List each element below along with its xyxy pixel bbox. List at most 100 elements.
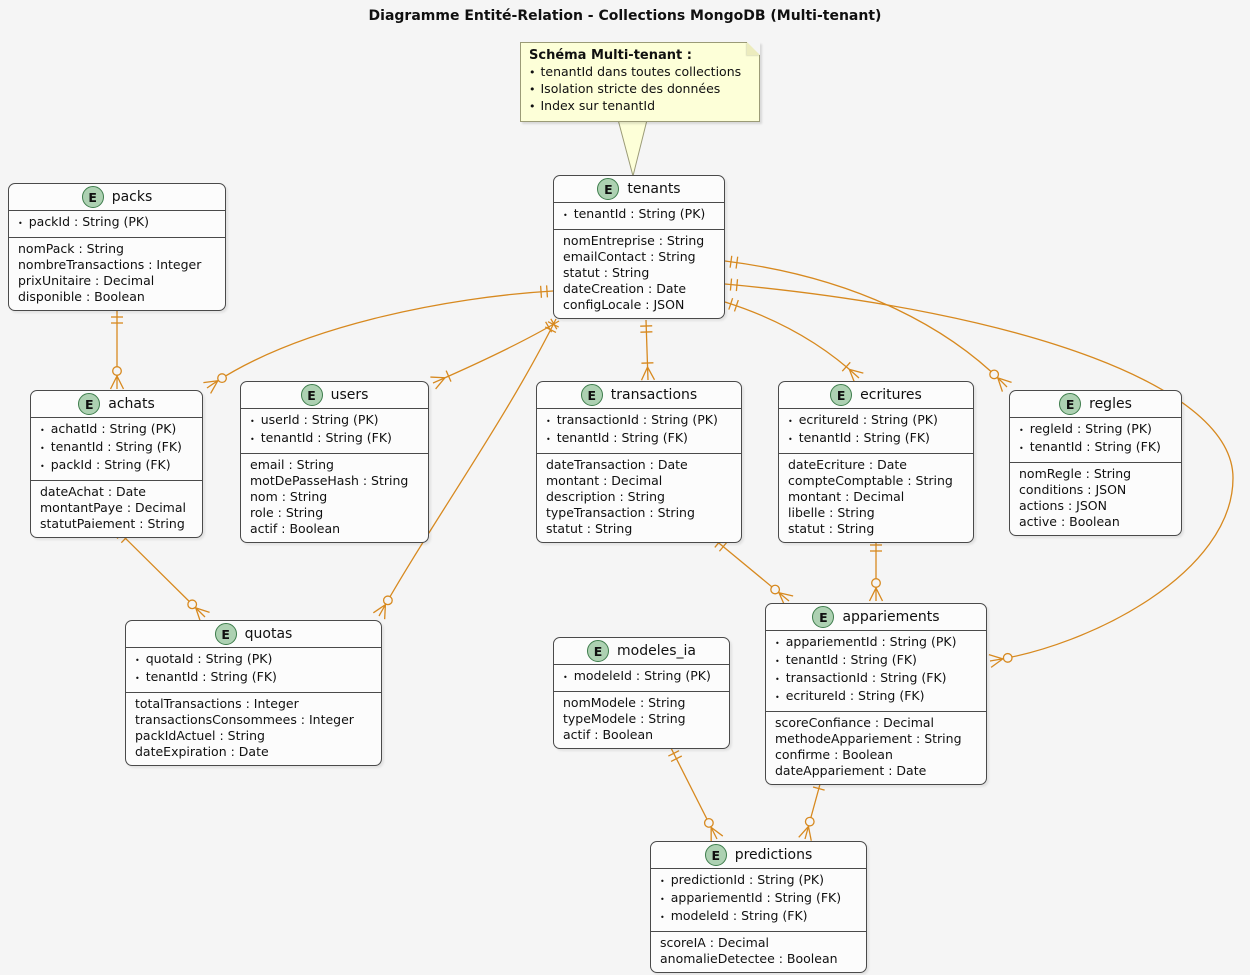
bullet-icon: • [250,417,255,426]
key-field-row-text: packId : String (PK) [28,214,149,229]
key-field-row: •ecritureId : String (FK) [766,688,986,706]
key-field-row: •tenantId : String (FK) [779,430,973,448]
bullet-icon: • [660,877,665,886]
key-field-row: •regleId : String (PK) [1010,421,1181,439]
field-row: statut : String [779,521,973,537]
entity-icon: E [78,393,101,415]
field-row: scoreIA : Decimal [651,935,866,951]
field-row-text: dateExpiration : Date [135,744,269,759]
field-row-text: statutPaiement : String [40,516,185,531]
field-row-text: statut : String [788,521,875,536]
entity-name: users [330,387,369,403]
field-row: prixUnitaire : Decimal [9,273,225,289]
field-row: statutPaiement : String [31,516,202,532]
field-row: nom : String [241,489,428,505]
entity-name: achats [108,396,155,412]
key-field-row-text: packId : String (FK) [50,457,171,472]
bullet-icon: • [40,426,45,435]
entity-name: modeles_ia [617,643,696,659]
key-field-row-text: quotaId : String (PK) [145,651,273,666]
field-row: nomRegle : String [1010,466,1181,482]
key-field-row-section: •appariementId : String (PK)•tenantId : … [766,630,986,711]
field-row-text: conditions : JSON [1019,482,1127,497]
key-field-row-section: •userId : String (PK)•tenantId : String … [241,408,428,453]
note-bullet-text: Index sur tenantId [540,98,656,113]
entity-name: tenants [627,181,681,197]
bullet-icon: • [529,83,536,96]
field-row: actions : JSON [1010,498,1181,514]
note-bullet-text: Isolation stricte des données [540,81,721,96]
relationship-tenants-achats [203,285,554,394]
key-field-row: •quotaId : String (PK) [126,651,381,669]
key-field-row-section: •achatId : String (PK)•tenantId : String… [31,417,202,480]
note-bullet-text: tenantId dans toutes collections [540,64,742,79]
key-field-row: •tenantId : String (FK) [126,669,381,687]
field-row: disponible : Boolean [9,289,225,305]
field-row-text: prixUnitaire : Decimal [18,273,155,288]
field-row: typeTransaction : String [537,505,741,521]
key-field-row: •transactionId : String (PK) [537,412,741,430]
key-field-row: •tenantId : String (FK) [766,652,986,670]
field-row-text: packIdActuel : String [135,728,265,743]
field-row-text: nom : String [250,489,328,504]
key-field-row-text: tenantId : String (FK) [556,430,688,445]
bullet-icon: • [775,693,780,702]
key-field-row: •modeleId : String (FK) [651,908,866,926]
entity-name: packs [111,189,153,205]
bullet-icon: • [660,895,665,904]
field-row-text: scoreIA : Decimal [660,935,769,950]
field-row: nomPack : String [9,241,225,257]
bullet-icon: • [563,211,568,220]
key-field-row: •predictionId : String (PK) [651,872,866,890]
field-row: email : String [241,457,428,473]
key-field-row-text: tenantId : String (FK) [260,430,392,445]
key-field-row-text: regleId : String (PK) [1029,421,1152,436]
key-field-row-section: •predictionId : String (PK)•appariementI… [651,868,866,931]
field-row: montant : Decimal [779,489,973,505]
entity-icon: E [1059,393,1082,415]
bullet-icon: • [250,435,255,444]
key-field-row: • tenantId : String (FK) [241,430,428,448]
field-row: dateAchat : Date [31,484,202,500]
field-row-text: montant : Decimal [546,473,663,488]
field-row-text: description : String [546,489,665,504]
field-row-text: disponible : Boolean [18,289,145,304]
relationship-transactions-appariements [713,537,794,607]
key-field-row-section: •modeleId : String (PK) [554,664,729,691]
key-field-row-text: modeleId : String (PK) [573,668,711,683]
note-bullet-line: • Isolation stricte des données [529,81,751,98]
entity-icon: E [812,606,835,628]
field-row-text: statut : String [563,265,650,280]
bullet-icon: • [40,444,45,453]
entity-icon: E [704,844,727,866]
key-field-row-section: •tenantId : String (PK) [554,202,724,229]
field-row: nomModele : String [554,695,729,711]
relationship-tenants-quotas [372,318,559,620]
bullet-icon: • [529,66,536,79]
field-row-text: dateEcriture : Date [788,457,907,472]
field-row: totalTransactions : Integer [126,696,381,712]
field-row-text: nomPack : String [18,241,124,256]
bullet-icon: • [775,675,780,684]
field-row-text: typeTransaction : String [546,505,695,520]
field-row: motDePasseHash : String [241,473,428,489]
field-row-text: dateCreation : Date [563,281,687,296]
key-field-row-text: transactionId : String (PK) [556,412,718,427]
field-row-text: email : String [250,457,334,472]
field-row: dateExpiration : Date [126,744,381,760]
field-row-text: typeModele : String [563,711,686,726]
